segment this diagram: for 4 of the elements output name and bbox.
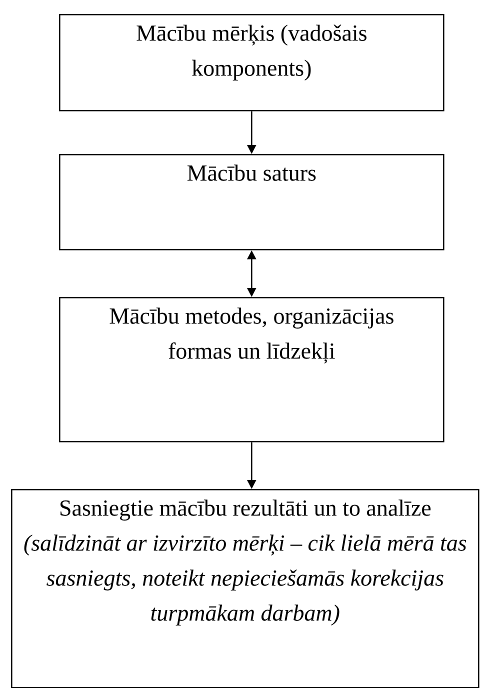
process-box: Sasniegtie mācību rezultāti un to analīze (salīdzināt ar izvirzīto mērķi – cik lielā mērā tas sasniegts, noteikt nepieciešamās korekcijas turpmākam darbam) bbox=[11, 489, 480, 688]
process-box: Mācību saturs bbox=[59, 154, 444, 250]
process-box: Mācību metodes, organizācijas formas un līdzekļi bbox=[59, 297, 444, 442]
process-box: Mācību mērķis (vadošais komponents) bbox=[59, 14, 444, 112]
